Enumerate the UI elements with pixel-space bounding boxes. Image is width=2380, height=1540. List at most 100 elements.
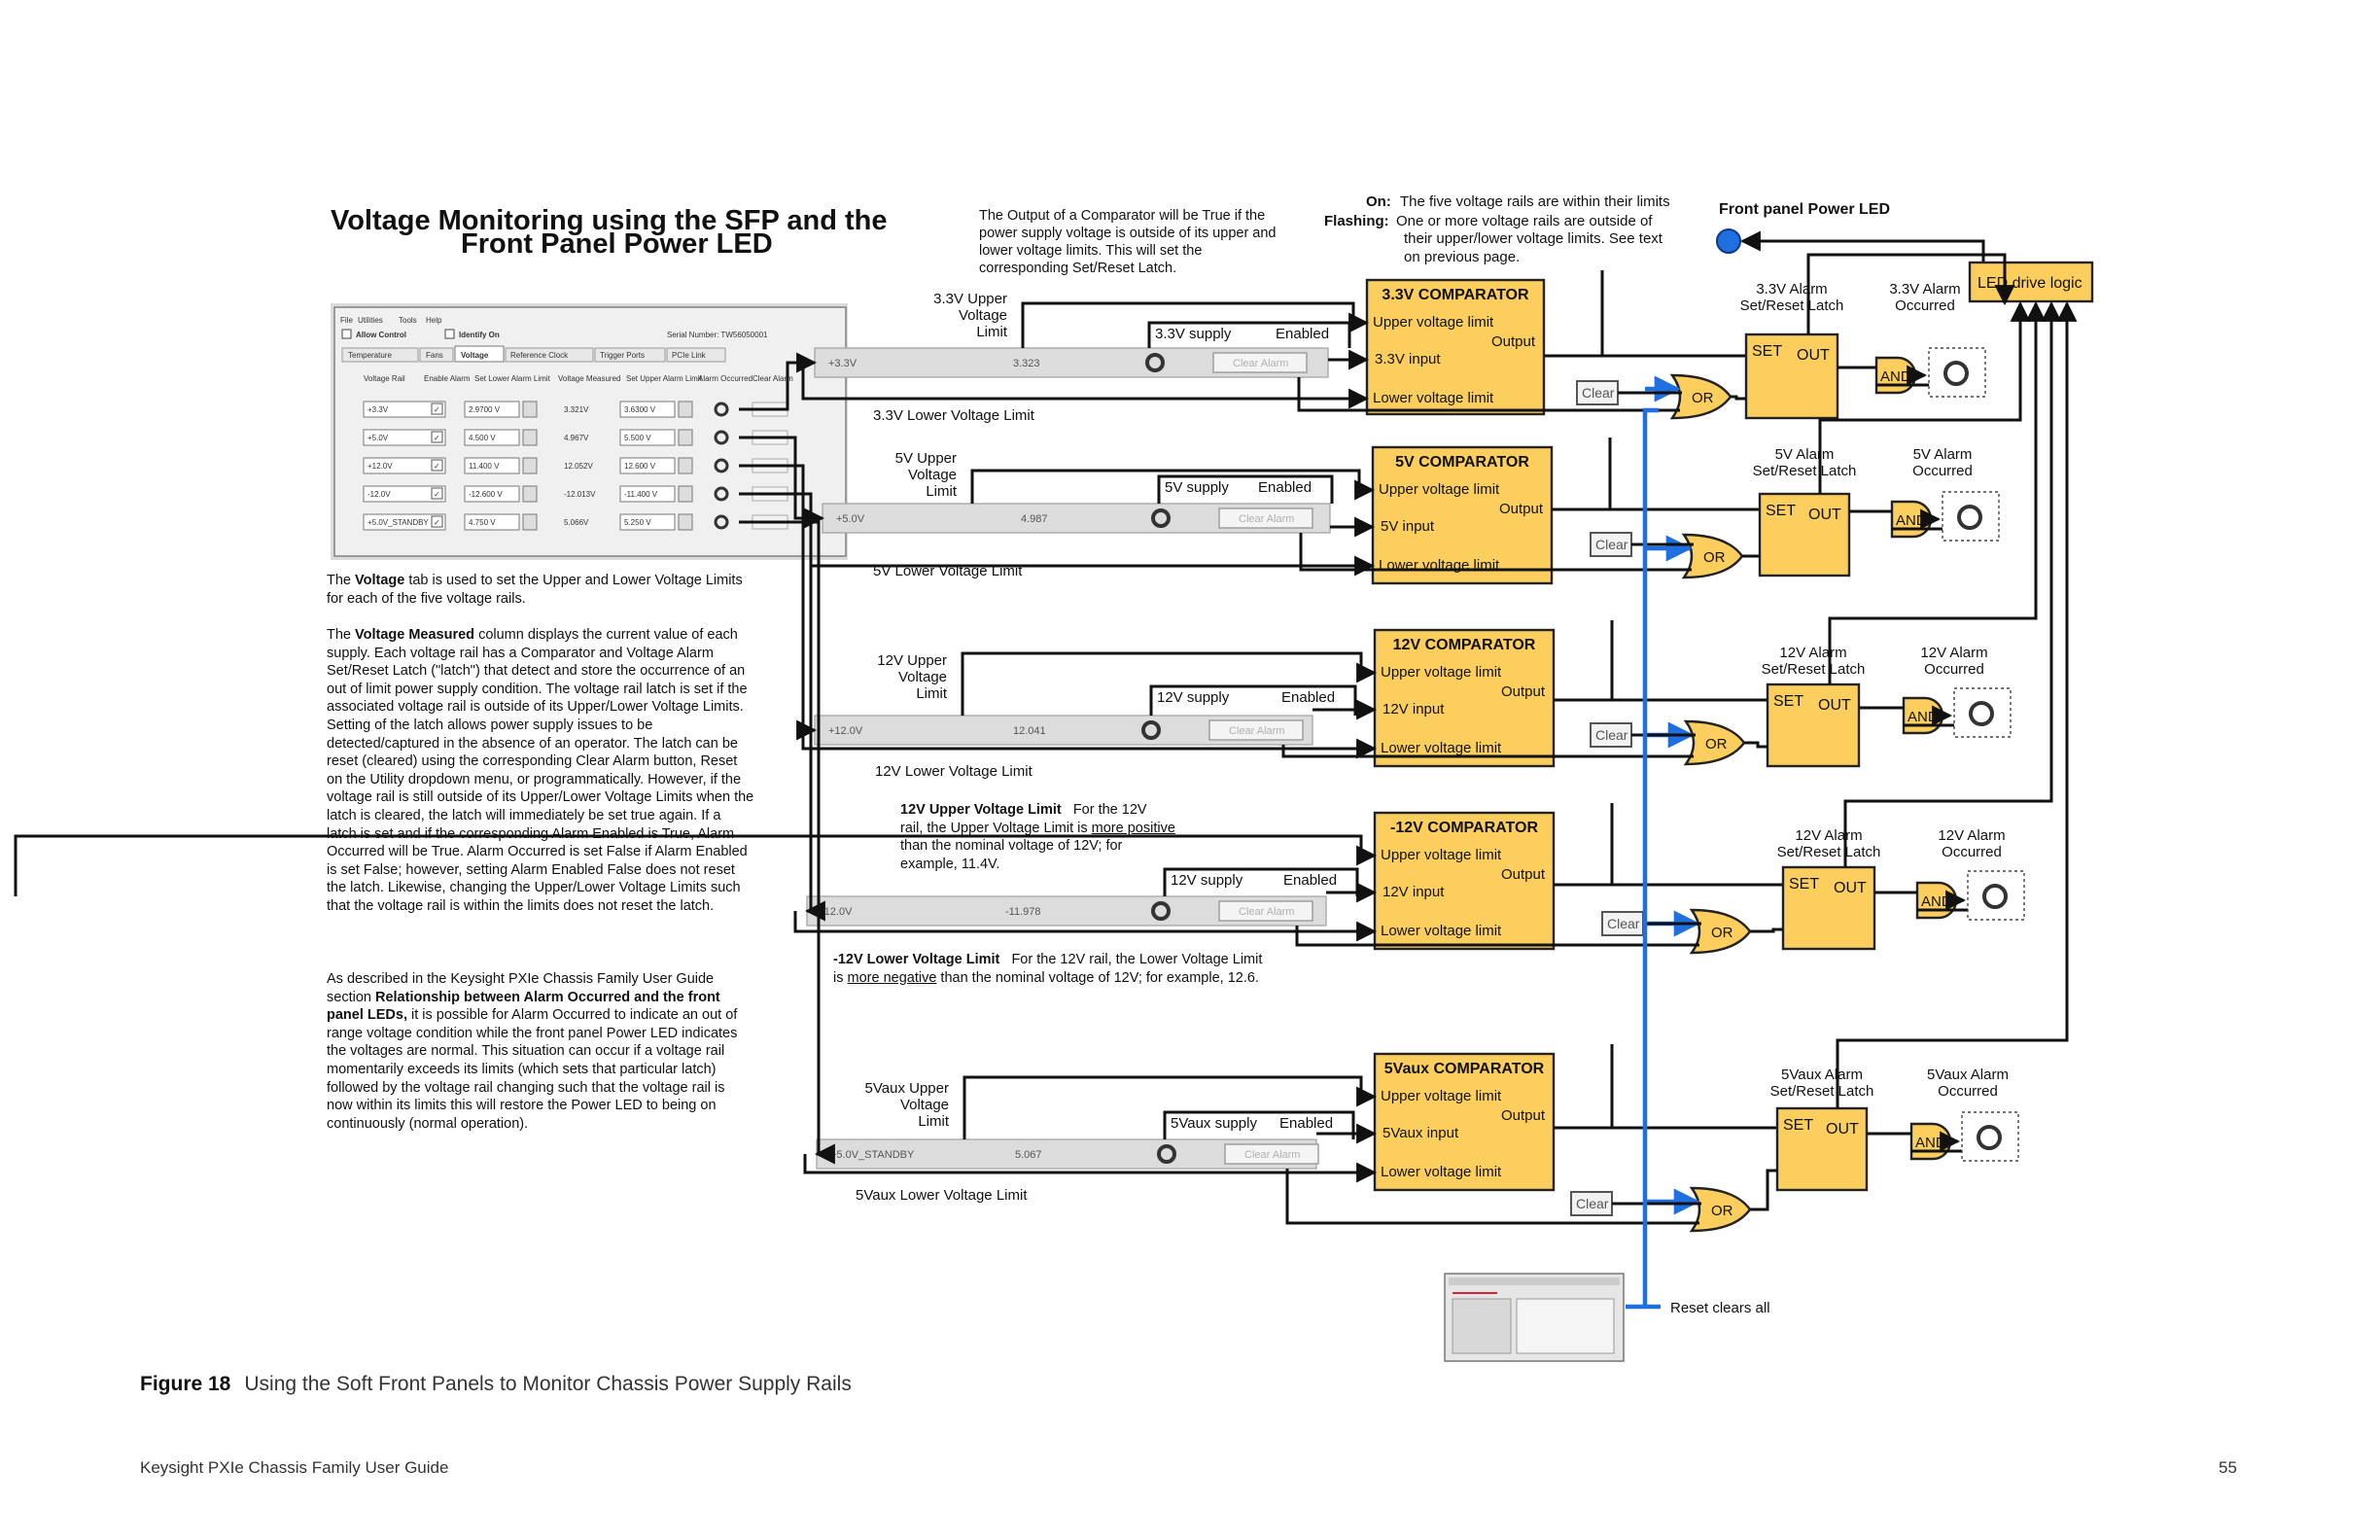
- tab-fans[interactable]: Fans: [426, 351, 443, 360]
- svg-text:Clear: Clear: [1607, 916, 1640, 931]
- upper-limit-label: Limit: [916, 685, 948, 702]
- clear-alarm-button[interactable]: [1218, 508, 1313, 529]
- front-panel-led-label: Front panel Power LED: [1719, 201, 1890, 218]
- comparator-title: -12V COMPARATOR: [1390, 820, 1538, 836]
- upper-limit-field[interactable]: [619, 429, 676, 446]
- tab-pcie-link[interactable]: PCIe Link: [672, 351, 707, 360]
- svg-text:AND: AND: [1915, 1135, 1946, 1151]
- svg-text:Lower voltage limit: Lower voltage limit: [1381, 740, 1502, 756]
- upper-limit-stepper[interactable]: [678, 513, 693, 531]
- svg-text:corresponding Set/Reset Latch.: corresponding Set/Reset Latch.: [979, 261, 1176, 276]
- svg-text:3.3V input: 3.3V input: [1375, 351, 1441, 368]
- upper-limit-field[interactable]: [619, 401, 676, 418]
- comparator-block: [1371, 445, 1554, 585]
- clear-alarm-button[interactable]: [1224, 1143, 1319, 1165]
- svg-text:Set Upper Alarm Limit: Set Upper Alarm Limit: [626, 374, 703, 383]
- lower-limit-stepper[interactable]: [522, 429, 538, 446]
- sfp-menu-file[interactable]: File: [340, 316, 353, 325]
- identify-checkbox[interactable]: [444, 329, 455, 339]
- upper-limit-stepper[interactable]: [678, 485, 693, 503]
- page-number: 55: [2219, 1458, 2237, 1477]
- enable-alarm-checkbox[interactable]: [431, 487, 443, 500]
- upper-limit-field[interactable]: [619, 457, 676, 474]
- lower-limit-stepper[interactable]: [522, 485, 538, 503]
- upper-limit-field[interactable]: [619, 485, 676, 503]
- alarm-led-icon: [1157, 1144, 1176, 1164]
- svg-text:Upper voltage limit: Upper voltage limit: [1379, 481, 1500, 498]
- latch-label: 12V Alarm: [1779, 645, 1846, 661]
- svg-text:OUT: OUT: [1826, 1121, 1859, 1138]
- lower-limit-stepper[interactable]: [522, 457, 538, 474]
- check-icon: ✓: [434, 518, 440, 527]
- svg-text:Clear: Clear: [1595, 727, 1628, 743]
- alarm-occurred-led-icon: [714, 402, 729, 417]
- upper-limit-field[interactable]: [619, 513, 676, 531]
- clear-alarm-button[interactable]: [1218, 900, 1313, 922]
- svg-text:5Vaux input: 5Vaux input: [1382, 1125, 1459, 1141]
- lower-limit-label: 12V Lower Voltage Limit: [875, 763, 1033, 780]
- comparator-block: [1373, 811, 1556, 951]
- svg-text:2.9700 V: 2.9700 V: [469, 405, 501, 414]
- rail-bar-label: +3.3V: [828, 358, 858, 369]
- svg-text:OR: OR: [1711, 925, 1733, 941]
- svg-text:3.6300 V: 3.6300 V: [624, 405, 656, 414]
- clear-button[interactable]: [1570, 1191, 1613, 1216]
- svg-text:Set/Reset Latch: Set/Reset Latch: [1770, 1083, 1874, 1100]
- svg-text:SET: SET: [1783, 1117, 1813, 1134]
- alarm-occurred-led-icon: [1969, 701, 1994, 726]
- svg-text:Clear: Clear: [1595, 537, 1628, 552]
- svg-text:AND: AND: [1908, 709, 1939, 725]
- enable-alarm-checkbox[interactable]: [431, 459, 443, 472]
- sfp-rail-name: +3.3V: [368, 405, 389, 414]
- tab-reference-clock[interactable]: Reference Clock: [510, 351, 569, 360]
- lower-limit-field[interactable]: [464, 401, 520, 418]
- svg-text:4.500 V: 4.500 V: [469, 434, 496, 442]
- svg-text:Occurred: Occurred: [1912, 463, 1973, 479]
- tab-temperature[interactable]: Temperature: [348, 351, 392, 360]
- rail-bar-label: -12.0V: [821, 906, 853, 918]
- lower-limit-field[interactable]: [464, 513, 520, 531]
- lower-limit-field[interactable]: [464, 457, 520, 474]
- check-icon: ✓: [434, 490, 440, 499]
- upper-limit-stepper[interactable]: [678, 401, 693, 418]
- alarm-occurred-label: 3.3V Alarm: [1889, 281, 1960, 298]
- sfp-row: -12.0V✓-12.600 V-12.013V-11.400 V: [363, 485, 788, 503]
- svg-text:Clear Alarm: Clear Alarm: [1239, 906, 1294, 918]
- enable-alarm-checkbox[interactable]: [431, 402, 443, 415]
- svg-text:Voltage Rail: Voltage Rail: [364, 374, 405, 383]
- lower-limit-stepper[interactable]: [522, 401, 538, 418]
- lower-limit-stepper[interactable]: [522, 513, 538, 531]
- tab-trigger-ports[interactable]: Trigger Ports: [600, 351, 645, 360]
- allow-control-checkbox[interactable]: [341, 329, 352, 339]
- svg-text:Occurred: Occurred: [1938, 1083, 1998, 1100]
- svg-text:OR: OR: [1711, 1203, 1733, 1219]
- clear-alarm-button[interactable]: [1212, 352, 1308, 373]
- clear-button[interactable]: [1590, 532, 1632, 557]
- upper-limit-stepper[interactable]: [678, 429, 693, 446]
- set-reset-latch: [1766, 682, 1861, 768]
- alarm-occurred-led-icon: [1977, 1125, 2002, 1150]
- sfp-menu-utilities[interactable]: Utilities: [358, 316, 383, 325]
- sfp-menu-help[interactable]: Help: [426, 316, 442, 325]
- sfp-menu-tools[interactable]: Tools: [399, 316, 417, 325]
- alarm-occurred-led-icon: [1957, 505, 1982, 530]
- clear-button[interactable]: [1576, 380, 1619, 405]
- sfp-rail-name: -12.0V: [368, 490, 391, 499]
- lower-limit-field[interactable]: [464, 429, 520, 446]
- svg-text:SET: SET: [1752, 343, 1782, 360]
- measured-voltage: -12.013V: [564, 490, 596, 499]
- lower-limit-field[interactable]: [464, 485, 520, 503]
- footer-title: Keysight PXIe Chassis Family User Guide: [140, 1458, 449, 1477]
- upper-limit-stepper[interactable]: [678, 457, 693, 474]
- measured-voltage: 12.052V: [564, 462, 593, 471]
- comparator-title: 5Vaux COMPARATOR: [1384, 1061, 1545, 1077]
- svg-text:Clear Alarm: Clear Alarm: [1233, 358, 1288, 369]
- svg-text:SET: SET: [1773, 693, 1803, 710]
- rail-bar-label: +12.0V: [828, 725, 863, 737]
- enable-alarm-checkbox[interactable]: [431, 515, 443, 528]
- tab-voltage[interactable]: Voltage: [461, 351, 489, 360]
- enabled-label: Enabled: [1281, 689, 1335, 706]
- clear-alarm-button[interactable]: [1208, 719, 1304, 741]
- enable-alarm-checkbox[interactable]: [431, 431, 443, 443]
